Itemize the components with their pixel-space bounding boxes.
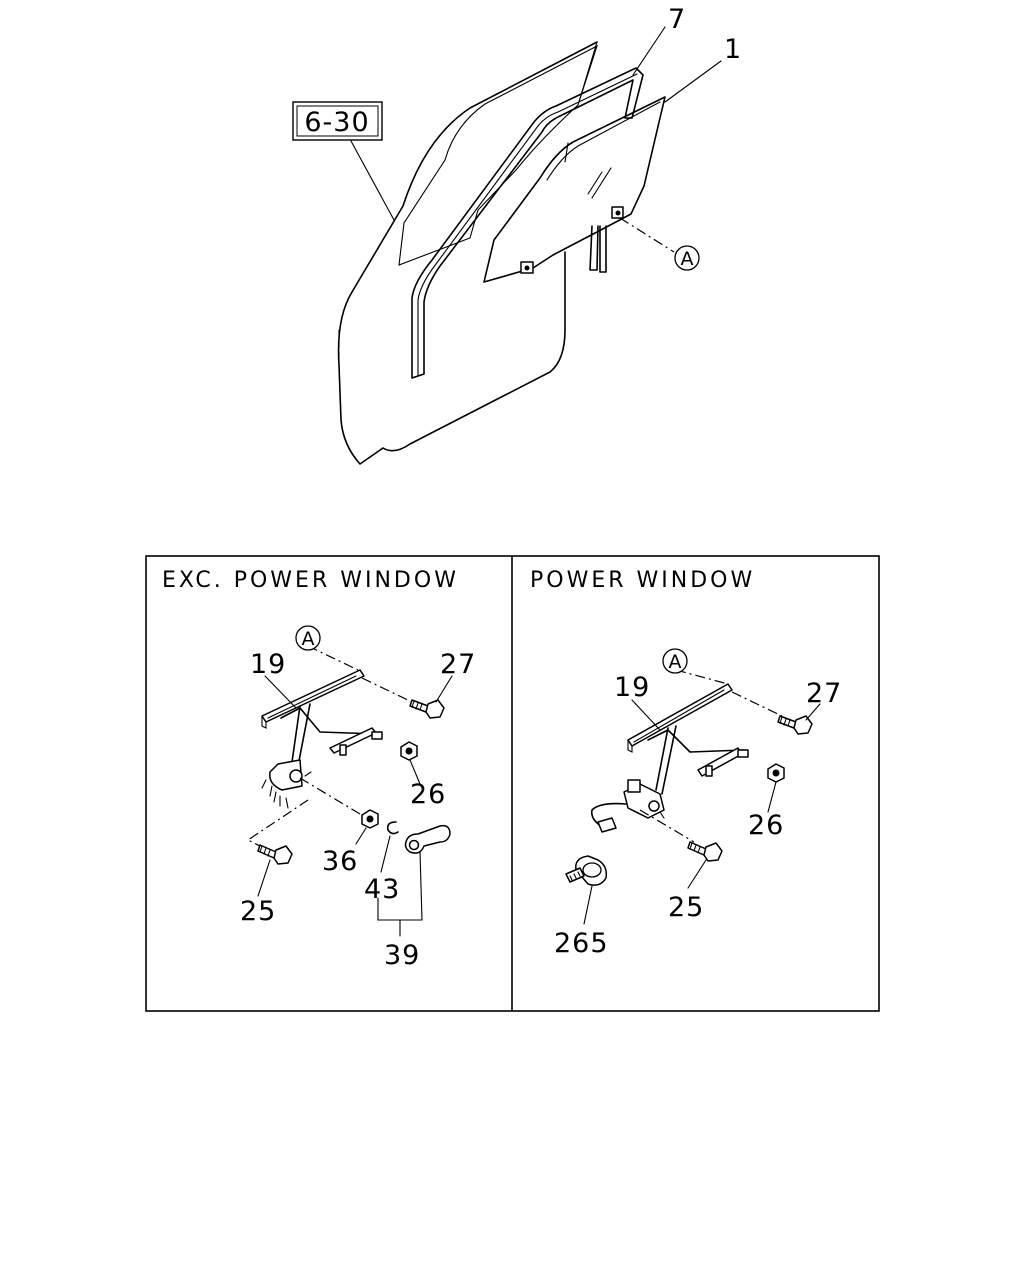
glass-run-channel	[411, 67, 644, 379]
callout-25-manual: 25	[240, 896, 276, 927]
bolt-25-power	[687, 841, 723, 862]
callout-265-power: 265	[554, 928, 609, 959]
callout-43-manual: 43	[364, 874, 400, 905]
door-panel-outline	[337, 41, 598, 465]
callout-27-power: 27	[806, 678, 842, 709]
bolt-25-manual	[257, 844, 293, 865]
handle-manual	[404, 824, 451, 854]
bolt-27-power	[777, 715, 813, 735]
panel-title-manual: EXC. POWER WINDOW	[162, 568, 459, 593]
callout-26-manual: 26	[410, 779, 446, 810]
reference-label: 6-30	[304, 107, 369, 138]
panel-power-window: POWER WINDOW	[530, 568, 842, 959]
callout-7: 7	[668, 4, 686, 35]
door-assembly-illustration	[337, 26, 722, 465]
svg-text:A: A	[681, 248, 694, 270]
callout-26-power: 26	[748, 810, 784, 841]
door-glass	[483, 96, 666, 283]
svg-text:A: A	[669, 651, 682, 673]
clamp-265	[565, 855, 608, 886]
callout-19-manual: 19	[250, 649, 286, 680]
svg-text:A: A	[302, 628, 315, 650]
nut-26-manual	[400, 741, 418, 761]
nut-26-power	[767, 763, 785, 783]
callout-39-manual: 39	[384, 940, 420, 971]
callout-25-power: 25	[668, 892, 704, 923]
marker-a-power: A	[662, 648, 688, 674]
panel-title-power: POWER WINDOW	[530, 568, 755, 593]
panel-manual-window: EXC. POWER WINDOW	[162, 568, 476, 971]
callout-1: 1	[724, 34, 742, 65]
power-regulator	[590, 683, 749, 833]
bolt-27-manual	[409, 699, 445, 719]
manual-regulator	[261, 669, 383, 809]
clip-43-manual	[386, 821, 399, 835]
callout-27-manual: 27	[440, 649, 476, 680]
callout-19-power: 19	[614, 672, 650, 703]
marker-a-top: A	[674, 245, 700, 271]
callout-36-manual: 36	[322, 846, 358, 877]
door-window-opening	[398, 44, 598, 266]
marker-a-manual: A	[295, 625, 321, 651]
bracket-39	[377, 897, 423, 937]
reference-box[interactable]: 6-30	[292, 101, 383, 141]
washer-36-manual	[361, 809, 379, 829]
